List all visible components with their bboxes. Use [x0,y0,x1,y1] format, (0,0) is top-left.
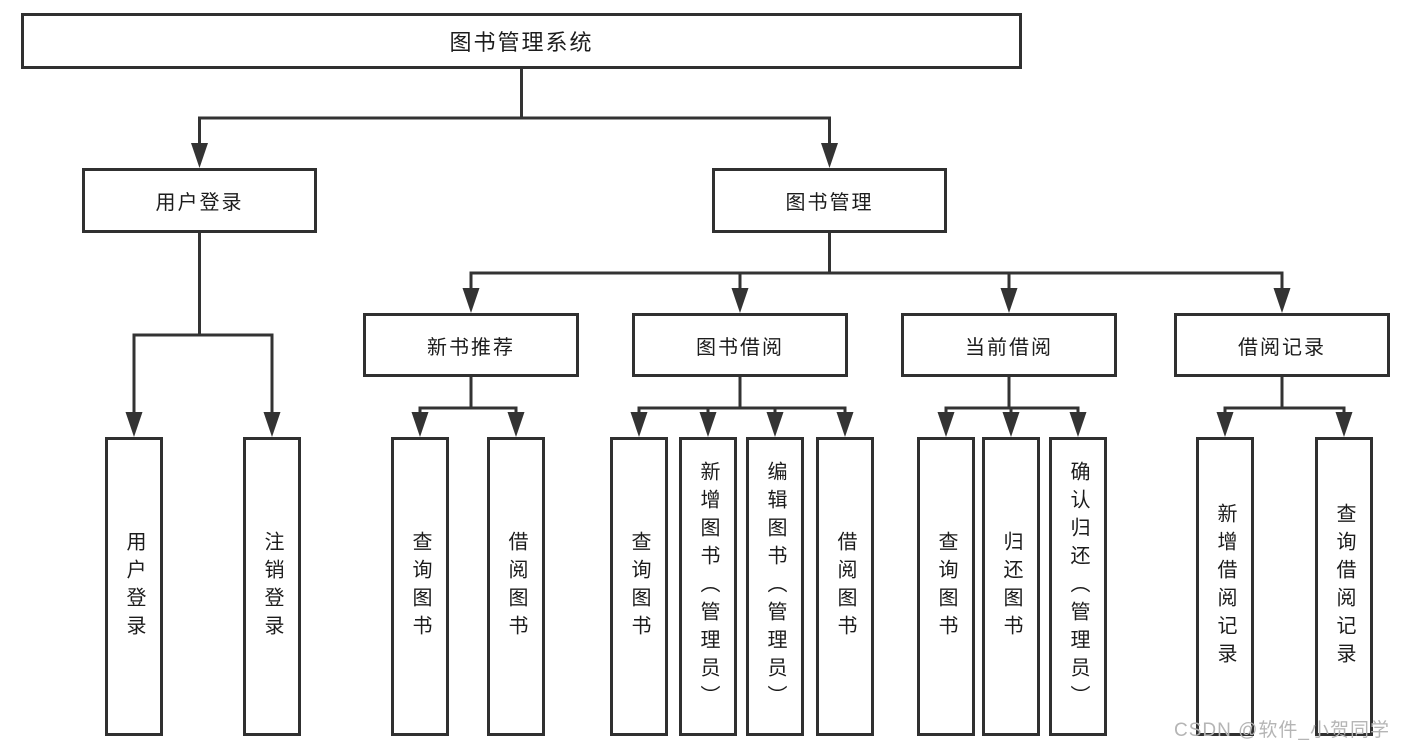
leaf-confirm-return-admin: 确认归还（管理员） [1049,437,1107,736]
leaf-query-borrow-record: 查询借阅记录 [1315,437,1373,736]
leaf-query-books-current: 查询图书 [917,437,975,736]
leaf-query-books-recommend: 查询图书 [391,437,449,736]
leaf-add-books-admin: 新增图书（管理员） [679,437,737,736]
leaf-borrow-books-borrowing: 借阅图书 [816,437,874,736]
node-current-borrowing: 当前借阅 [901,313,1117,377]
leaf-logout: 注销登录 [243,437,301,736]
leaf-user-login: 用户登录 [105,437,163,736]
node-borrowing-records: 借阅记录 [1174,313,1390,377]
leaf-borrow-books-recommend: 借阅图书 [487,437,545,736]
node-library-management-system: 图书管理系统 [21,13,1022,69]
node-book-borrowing: 图书借阅 [632,313,848,377]
leaf-return-books: 归还图书 [982,437,1040,736]
node-user-login: 用户登录 [82,168,317,233]
arrowheads [125,143,1353,437]
leaf-edit-books-admin: 编辑图书（管理员） [746,437,804,736]
leaf-query-books-borrowing: 查询图书 [610,437,668,736]
node-new-book-recommendation: 新书推荐 [363,313,579,377]
csdn-watermark: CSDN @软件_小贺同学 [1174,720,1390,741]
node-book-management: 图书管理 [712,168,947,233]
leaf-add-borrow-record: 新增借阅记录 [1196,437,1254,736]
